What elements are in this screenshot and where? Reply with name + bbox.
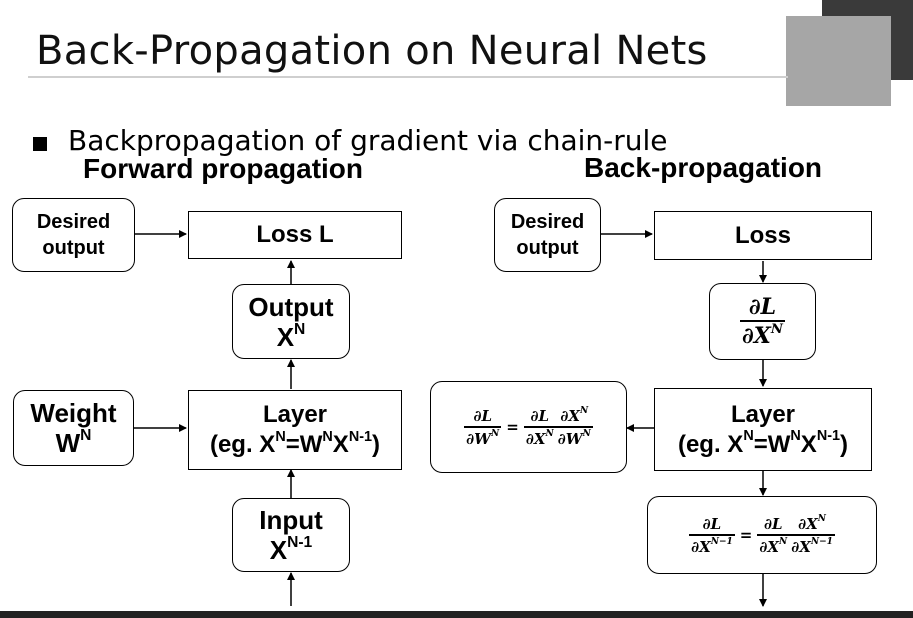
layer-equation: (eg. XN=WNXN-1)	[209, 428, 381, 458]
input-label: Input	[259, 505, 323, 535]
layer-box: Layer (eg. XN=WNXN-1)	[188, 390, 402, 470]
back-layer-label: Layer	[730, 400, 796, 428]
weight-box: Weight WN	[13, 390, 134, 466]
back-loss-box: Loss	[654, 211, 872, 260]
dl-dw-equation: ∂L∂WN=∂L∂XN∂XN∂WN	[464, 406, 593, 448]
desired-output-box: Desired output	[12, 198, 135, 272]
backward-heading: Back-propagation	[584, 152, 823, 183]
slide-title: Back-Propagation on Neural Nets	[36, 28, 708, 74]
weight-label: Weight	[30, 398, 117, 428]
input-box: Input XN-1	[232, 498, 350, 572]
output-symbol: XN	[276, 320, 306, 352]
output-label: Output	[248, 291, 334, 322]
dl-dx-prev-equation-box: ∂L∂XN−1=∂L∂XN∂XN∂XN−1	[647, 496, 877, 574]
weight-symbol: WN	[55, 427, 92, 458]
back-layer-equation: (eg. XN=WNXN-1)	[677, 428, 849, 458]
dl-dx-fraction: ∂L ∂XN	[740, 294, 785, 349]
loss-label: Loss L	[256, 221, 334, 248]
back-desired-output-box: Desired output	[494, 198, 601, 272]
bullet-text: Backpropagation of gradient via chain-ru…	[68, 124, 668, 157]
dl-dx-prev-equation: ∂L∂XN−1=∂L∂XN∂XN∂XN−1	[689, 514, 835, 556]
forward-heading: Forward propagation	[83, 153, 363, 184]
dl-dw-equation-box: ∂L∂WN=∂L∂XN∂XN∂WN	[430, 381, 627, 473]
desired-output-line2: output	[42, 237, 105, 259]
corner-decoration-light	[786, 16, 891, 106]
back-layer-box: Layer (eg. XN=WNXN-1)	[654, 388, 872, 471]
back-desired-output-line2: output	[516, 237, 579, 259]
output-box: Output XN	[232, 284, 350, 359]
title-underline	[28, 76, 788, 78]
back-desired-output-line1: Desired	[510, 211, 585, 233]
loss-box: Loss L	[188, 211, 402, 259]
back-loss-label: Loss	[734, 221, 791, 249]
input-symbol: XN-1	[269, 534, 313, 565]
bullet-square-icon	[33, 137, 47, 151]
layer-label: Layer	[262, 401, 328, 428]
desired-output-line1: Desired	[36, 211, 111, 233]
dl-dx-box: ∂L ∂XN	[709, 283, 816, 360]
bottom-edge-bar	[0, 611, 913, 618]
